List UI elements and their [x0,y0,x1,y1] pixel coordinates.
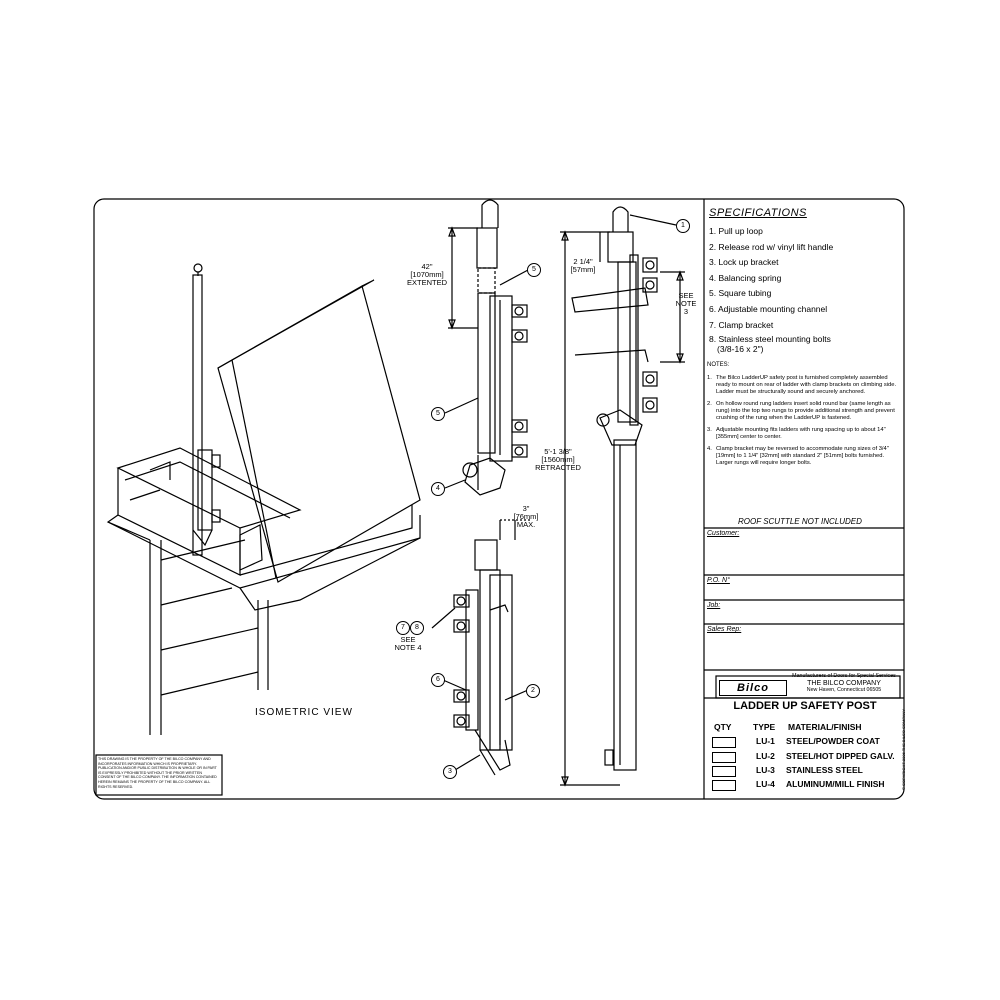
spec-item: 1. Pull up loop [709,226,763,236]
spec-item: 4. Balancing spring [709,272,782,283]
qty-box-lu1[interactable] [712,737,736,748]
dim-gap: 3"[76mm]MAX. [513,504,539,529]
specifications-list: 1. Pull up loop 2. Release rod w/ vinyl … [709,224,899,354]
callout-4: 4 [431,482,445,496]
spec-item: 5. Square tubing [709,288,772,299]
callout-8: 8 [410,621,424,635]
po-field: P.O. N° [707,577,730,584]
callout-7: 7 [396,621,410,635]
dim-extended: 42"[1070mm]EXTENTED [406,262,447,287]
specifications-title: SPECIFICATIONS [709,207,807,219]
callout-2: 2 [526,684,540,698]
qty-box-lu3[interactable] [712,766,736,777]
bilco-logo: Bilco [719,680,787,696]
spec-item: (3/8-16 x 2") [717,344,764,355]
extended-view [444,199,529,496]
note-item: 2.On hollow round rung ladders insert so… [707,401,895,421]
callout-5-side: 5 [431,407,445,421]
dim-retracted: 5'-1 3/8"[1560mm]RETRACTED [535,447,581,472]
callout-1: 1 [676,219,690,233]
full-post-view [560,206,685,787]
callout-5-top: 5 [527,263,541,277]
spec-item: 2. Release rod w/ vinyl lift handle [709,241,834,252]
job-field: Job: [707,602,721,609]
spec-item: 6. Adjustable mounting channel [709,303,828,314]
dim-top: 2 1/4"[57mm] [570,257,596,274]
header-qty: QTY [714,722,732,732]
roof-scuttle-note: ROOF SCUTTLE NOT INCLUDED [738,517,862,526]
spec-item: 3. Lock up bracket [709,257,779,268]
header-type: TYPE [753,722,776,732]
disclaimer: This drawing is the property of The Bilc… [98,757,217,789]
qty-box-lu4[interactable] [712,780,736,791]
retracted-view [431,519,530,776]
note-item: 4.Clamp bracket may be reversed to accom… [707,446,889,466]
qty-box-lu2[interactable] [712,752,736,763]
notes-heading: NOTES: [707,362,730,368]
sales-rep-field: Sales Rep: [707,626,742,633]
sheet-border [93,198,905,800]
note-item: 3.Adjustable mounting fits ladders with … [707,427,886,440]
header-material: MATERIAL/FINISH [788,722,862,732]
product-title: LADDER UP SAFETY POST [733,700,877,712]
company-info: Manufacturers of Doors for Special Servi… [792,673,896,693]
spec-item: 7. Clamp bracket [709,319,774,330]
callout-3: 3 [443,765,457,779]
notes-list: 1.The Bilco LadderUP safety post is furn… [707,375,901,472]
note-item: 1.The Bilco LadderUP safety post is furn… [707,375,897,395]
isometric-view-label: ISOMETRIC VIEW [255,707,353,718]
spec-item: 8. Stainless steel mounting bolts [709,334,831,345]
customer-field: Customer: [707,530,740,537]
copyright: © COPYRIGHT 2006 THE BILCO COMPANY [901,709,906,790]
isometric-view [106,263,421,735]
callout-6: 6 [431,673,445,687]
